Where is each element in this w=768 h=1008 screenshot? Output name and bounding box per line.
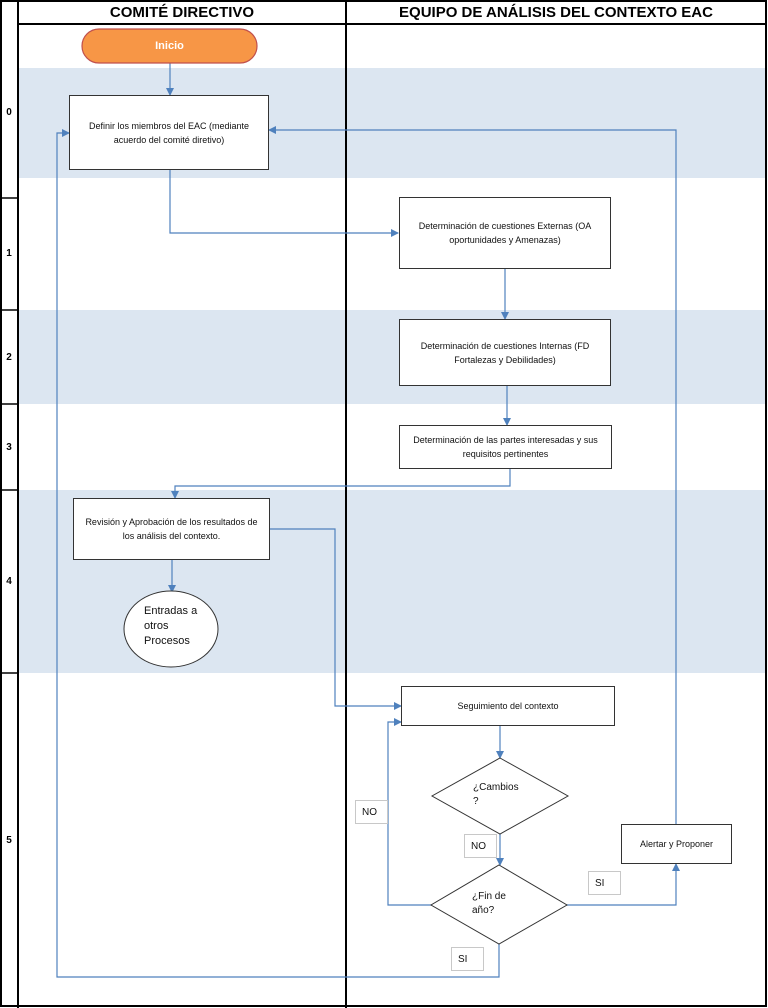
edge-yearend-no-to-followup — [387, 718, 432, 906]
edge-stakeholders-to-review — [171, 469, 511, 499]
row-band-2 — [18, 310, 766, 404]
row-label-3: 3 — [6, 442, 12, 453]
edge-label-si-bottom: SI — [451, 947, 484, 971]
inputs-ellipse-label: Entradas a otros Procesos — [144, 605, 198, 647]
row-label-1: 1 — [6, 248, 12, 259]
lane-header-comite: COMITÉ DIRECTIVO — [109, 3, 255, 21]
row-label-4: 4 — [6, 576, 12, 587]
start-node: Inicio — [155, 40, 184, 52]
internal-issues-box: Determinación de cuestiones Internas (FD… — [399, 319, 611, 386]
edge-label-no-mid: NO — [464, 834, 497, 858]
stakeholders-box: Determinación de las partes interesadas … — [399, 425, 612, 469]
define-members-box: Definir los miembros del EAC (mediante a… — [69, 95, 269, 170]
yearend-decision-label: ¿Fin de año? — [472, 891, 506, 916]
edge-review-to-followup — [270, 528, 402, 710]
edge-yearend-si-to-define — [56, 129, 500, 978]
changes-decision-label: ¿Cambios ? — [473, 782, 519, 807]
yearend-decision-shape — [430, 864, 568, 945]
inputs-ellipse — [123, 590, 219, 668]
row-label-5: 5 — [6, 835, 12, 846]
edge-label-no-left: NO — [355, 800, 388, 824]
alert-propose-box: Alertar y Proponer — [621, 824, 732, 864]
review-approval-box: Revisión y Aprobación de los resultados … — [73, 498, 270, 560]
external-issues-box: Determinación de cuestiones Externas (OA… — [399, 197, 611, 269]
edge-yearend-si-to-alert — [566, 863, 680, 906]
row-label-2: 2 — [6, 352, 12, 363]
edge-define-to-external — [169, 170, 399, 237]
start-shape — [81, 28, 258, 64]
edge-alert-to-define — [268, 126, 677, 824]
edge-label-si-right: SI — [588, 871, 621, 895]
follow-up-box: Seguimiento del contexto — [401, 686, 615, 726]
row-label-0: 0 — [6, 107, 12, 118]
changes-decision-shape — [430, 757, 570, 835]
lane-header-eac: EQUIPO DE ANÁLISIS DEL CONTEXTO EAC — [399, 3, 713, 21]
